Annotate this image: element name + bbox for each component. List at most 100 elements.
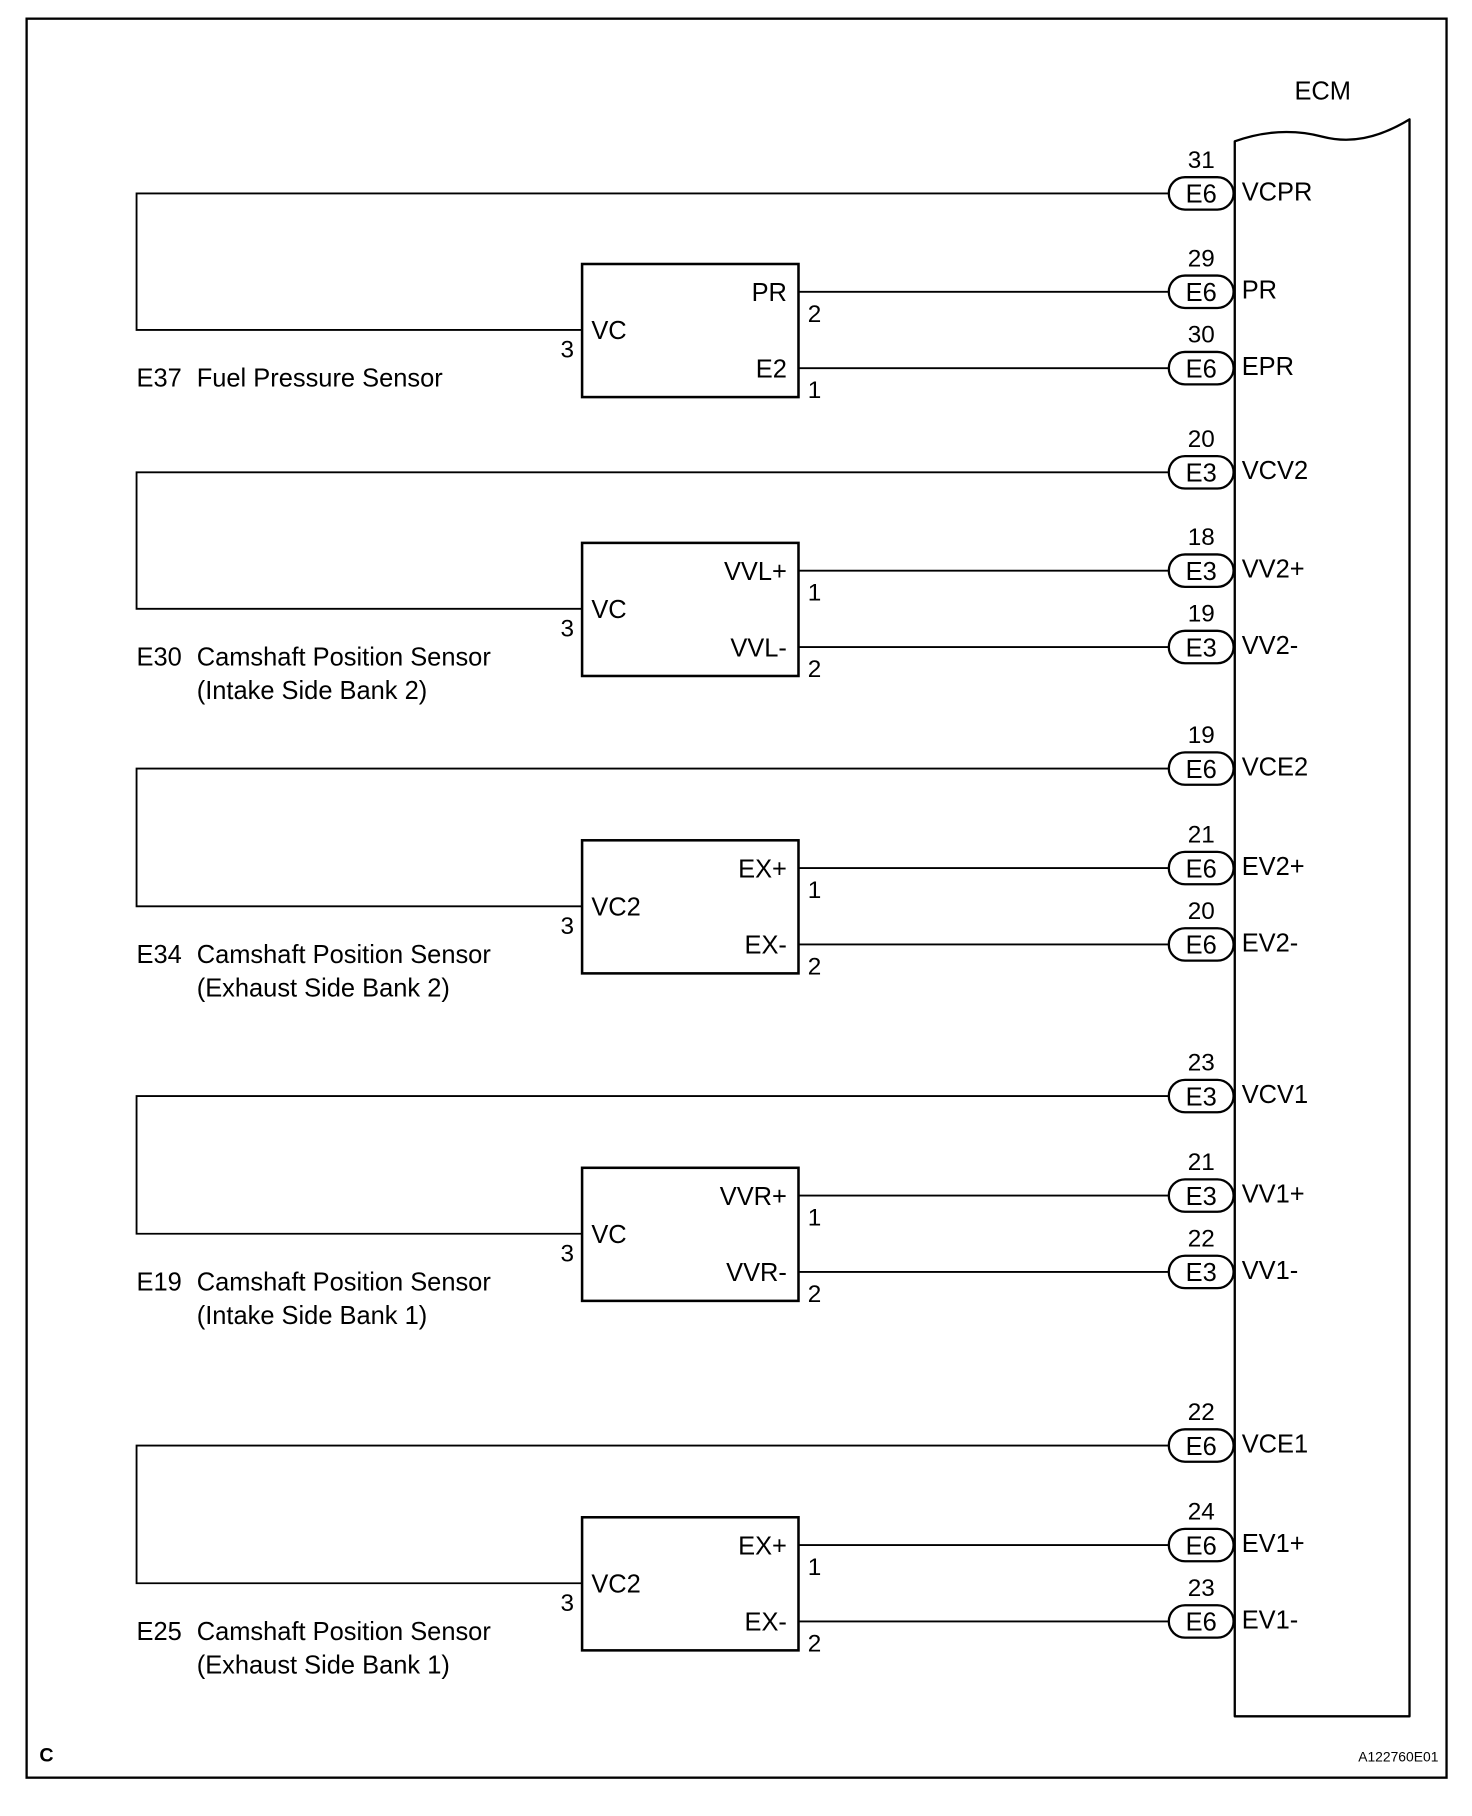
sensor-signal-label-E30-2: VVL-	[730, 634, 787, 662]
sensor-signal-label-E25-2: EX-	[745, 1609, 787, 1637]
sensor-signal-label-E37-2: E2	[756, 355, 787, 383]
connector-2-supply	[1167, 751, 1235, 786]
ecm-pin-number-3-sig1: 21	[1188, 1149, 1215, 1176]
sensor-pin-E25-1: 1	[808, 1554, 822, 1581]
ecm-terminal-2-sig2: EV2-	[1242, 929, 1299, 957]
connector-code-0-supply: E6	[1186, 181, 1217, 209]
wires-layer	[135, 192, 1169, 1623]
ecm-pin-number-2-sig1: 21	[1188, 822, 1215, 849]
sensor-supply-label-E34: VC2	[591, 894, 640, 922]
ecm-pin-number-3-sig2: 22	[1188, 1225, 1215, 1252]
connector-code-3-sig1: E3	[1186, 1183, 1217, 1211]
connector-1-sig2	[1167, 629, 1235, 665]
supply-wire-E34	[135, 767, 1169, 908]
sensor-name-E19-1: Camshaft Position Sensor	[197, 1268, 492, 1296]
sensor-box-E25	[580, 1516, 800, 1652]
sensor-box-E34	[580, 839, 800, 975]
sensor-pin-E30-supply: 3	[560, 616, 574, 643]
sensor-supply-label-E25: VC2	[591, 1571, 640, 1599]
sensor-name-E25-2: (Exhaust Side Bank 1)	[197, 1652, 450, 1680]
sensor-supply-label-E19: VC	[591, 1221, 626, 1249]
sensor-signal-label-E30-1: VVL+	[724, 558, 787, 586]
sensor-name-E37-1: Fuel Pressure Sensor	[197, 365, 444, 393]
connector-1-sig1	[1167, 553, 1235, 589]
supply-wire-E30	[135, 471, 1169, 610]
sensor-name-E30-1: Camshaft Position Sensor	[197, 644, 492, 672]
sensor-name-E19-2: (Intake Side Bank 1)	[197, 1302, 427, 1330]
ecm-terminal-3-sig1: VV1+	[1242, 1181, 1305, 1209]
ecm-label: ECM	[1294, 78, 1351, 106]
sensor-box-E19	[580, 1166, 800, 1303]
ecm-terminal-0-sig1: PR	[1242, 277, 1277, 305]
connector-code-4-sig2: E6	[1186, 1609, 1217, 1637]
connector-code-2-sig2: E6	[1186, 932, 1217, 960]
connector-0-supply	[1167, 176, 1235, 211]
sensor-name-E34-2: (Exhaust Side Bank 2)	[197, 975, 450, 1003]
sensor-pin-E34-1: 1	[808, 877, 822, 904]
ecm-pin-number-1-sig1: 18	[1188, 524, 1215, 551]
sensor-pin-E37-supply: 3	[560, 337, 574, 364]
connector-4-sig1	[1167, 1527, 1235, 1563]
supply-wire-E37	[135, 192, 1169, 331]
ecm-pin-number-0-supply: 31	[1188, 147, 1215, 174]
connector-code-1-supply: E3	[1186, 460, 1217, 488]
connector-4-supply	[1167, 1428, 1235, 1463]
ecm-terminal-4-sig2: EV1-	[1242, 1606, 1299, 1634]
connector-4-sig2	[1167, 1604, 1235, 1639]
sensor-pin-E19-supply: 3	[560, 1241, 574, 1268]
sensor-signal-label-E25-1: EX+	[738, 1532, 787, 1560]
sensor-box-E30	[580, 541, 800, 678]
ecm-pin-number-3-supply: 23	[1188, 1050, 1215, 1077]
sensor-ref-E30: E30	[137, 644, 182, 672]
sensor-ref-E37: E37	[137, 365, 182, 393]
sensor-ref-E19: E19	[137, 1268, 182, 1296]
connector-code-0-sig2: E6	[1186, 355, 1217, 383]
sensor-pin-E19-1: 1	[808, 1205, 822, 1232]
connector-code-4-supply: E6	[1186, 1433, 1217, 1461]
ecm-pin-number-4-supply: 22	[1188, 1399, 1215, 1426]
connector-code-2-supply: E6	[1186, 756, 1217, 784]
ecm-pin-number-4-sig1: 24	[1188, 1499, 1215, 1526]
sensor-signal-label-E19-2: VVR-	[726, 1259, 787, 1287]
connector-code-4-sig1: E6	[1186, 1532, 1217, 1560]
sensor-name-E34-1: Camshaft Position Sensor	[197, 941, 492, 969]
ecm-terminal-3-sig2: VV1-	[1242, 1257, 1299, 1285]
ecm-pin-number-0-sig1: 29	[1188, 245, 1215, 272]
ecm-body	[1233, 118, 1411, 1718]
connector-code-3-sig2: E3	[1186, 1259, 1217, 1287]
ecm-terminal-1-supply: VCV2	[1242, 457, 1308, 485]
sensor-signal-label-E34-2: EX-	[745, 932, 787, 960]
connector-2-sig2	[1167, 927, 1235, 962]
figure-frame	[25, 17, 1448, 1779]
sensor-pin-E25-supply: 3	[560, 1590, 574, 1617]
sensor-ref-E34: E34	[137, 941, 182, 969]
corner-mark: C	[39, 1744, 53, 1766]
sensor-name-E30-2: (Intake Side Bank 2)	[197, 677, 427, 705]
shapes-layer	[25, 17, 1448, 1779]
ecm-terminal-2-supply: VCE2	[1242, 753, 1308, 781]
ecm-terminal-3-supply: VCV1	[1242, 1081, 1308, 1109]
ecm-terminal-1-sig2: VV2-	[1242, 632, 1299, 660]
sensor-ref-E25: E25	[137, 1618, 182, 1646]
connector-1-supply	[1167, 454, 1235, 490]
connector-code-1-sig2: E3	[1186, 634, 1217, 662]
ecm-terminal-1-sig1: VV2+	[1242, 556, 1305, 584]
ecm-pin-number-0-sig2: 30	[1188, 322, 1215, 349]
sensor-pin-E34-supply: 3	[560, 913, 574, 940]
supply-wire-E19	[135, 1095, 1169, 1235]
sensor-pin-E37-1: 2	[808, 301, 822, 328]
sensor-pin-E25-2: 2	[808, 1631, 822, 1658]
sensor-pin-E19-2: 2	[808, 1281, 822, 1308]
connector-3-supply	[1167, 1078, 1235, 1114]
sensor-supply-label-E30: VC	[591, 596, 626, 624]
sensor-pin-E37-2: 1	[808, 377, 822, 404]
sensor-supply-label-E37: VC	[591, 317, 626, 345]
connector-3-sig2	[1167, 1254, 1235, 1290]
connector-code-3-supply: E3	[1186, 1083, 1217, 1111]
ecm-terminal-0-sig2: EPR	[1242, 353, 1294, 381]
connector-code-1-sig1: E3	[1186, 558, 1217, 586]
ecm-terminal-0-supply: VCPR	[1242, 178, 1313, 206]
ecm-terminal-4-sig1: EV1+	[1242, 1530, 1305, 1558]
